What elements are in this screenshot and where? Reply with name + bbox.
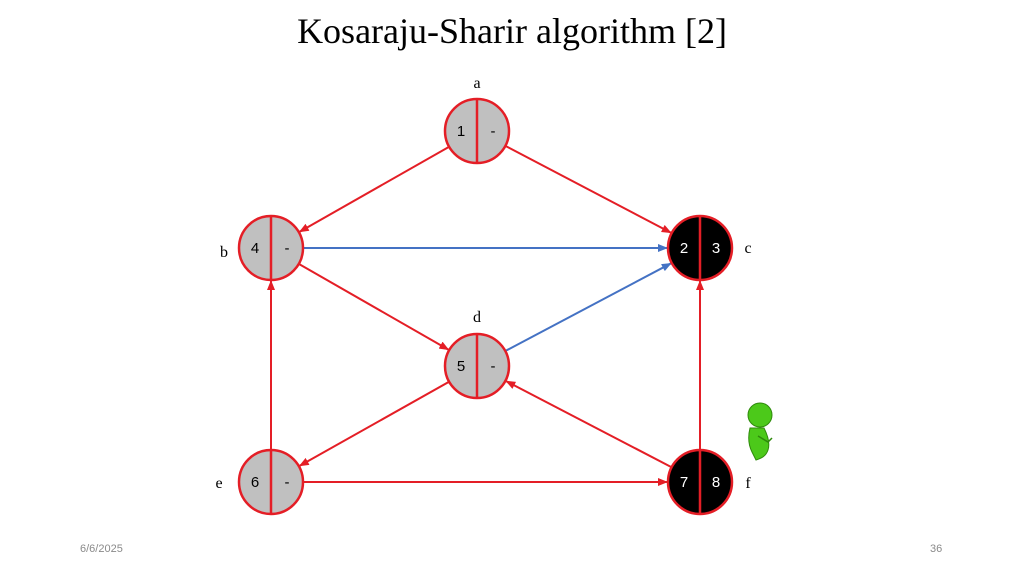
node-label-c: c — [744, 240, 751, 257]
node-pre-d: 5 — [457, 358, 465, 375]
node-post-f: 8 — [712, 474, 720, 491]
footer-date: 6/6/2025 — [80, 543, 123, 555]
node-pre-a: 1 — [457, 123, 465, 140]
node-e: 6 - e — [215, 448, 305, 516]
edge-d-c — [504, 262, 672, 352]
node-post-e: - — [285, 474, 290, 491]
node-b: 4 - b — [220, 214, 305, 282]
node-label-f: f — [745, 475, 751, 492]
edge-b-d — [298, 263, 450, 351]
edge-f-d — [505, 380, 673, 469]
node-label-b: b — [220, 244, 228, 261]
node-c: 2 3 c — [666, 214, 752, 282]
node-a: 1 - a — [443, 75, 511, 165]
edge-a-c — [504, 144, 672, 234]
node-label-e: e — [215, 475, 222, 492]
node-pre-e: 6 — [251, 474, 259, 491]
node-d: 5 - d — [443, 309, 511, 400]
edge-d-e — [298, 380, 450, 467]
node-label-a: a — [473, 75, 480, 92]
node-pre-f: 7 — [680, 474, 688, 491]
nodes-layer: 1 - a 4 - b 2 3 c 5 - d 6 - e 7 8 f — [215, 75, 752, 516]
node-post-d: - — [491, 358, 496, 375]
node-post-a: - — [491, 123, 496, 140]
person-icon — [747, 402, 773, 461]
edges-layer — [267, 144, 704, 486]
slide-title: Kosaraju-Sharir algorithm [2] — [297, 11, 727, 51]
node-pre-b: 4 — [251, 240, 259, 257]
node-post-c: 3 — [712, 240, 720, 257]
node-pre-c: 2 — [680, 240, 688, 257]
edge-a-b — [298, 145, 450, 233]
node-label-d: d — [473, 309, 481, 326]
footer-page-number: 36 — [930, 543, 943, 555]
node-post-b: - — [285, 240, 290, 257]
node-f: 7 8 f — [666, 448, 751, 516]
